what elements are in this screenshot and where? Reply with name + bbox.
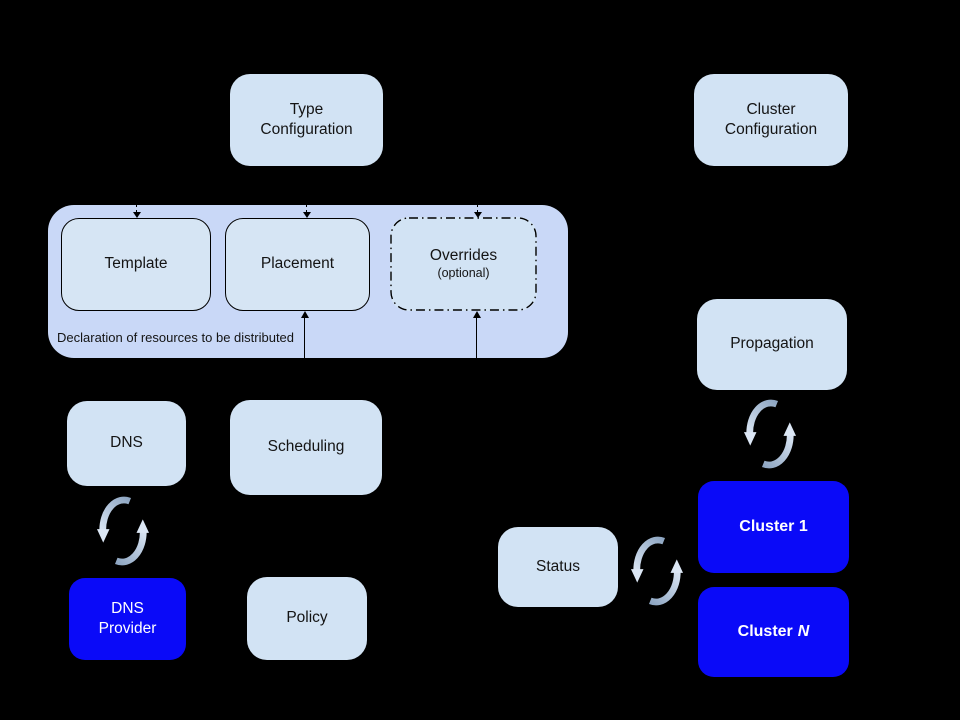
node-label: Status bbox=[536, 557, 580, 575]
dashed-connector bbox=[477, 204, 478, 213]
solid-connector bbox=[304, 317, 305, 358]
node-label: Placement bbox=[260, 255, 335, 273]
node-label: Cluster bbox=[746, 100, 796, 118]
node-label: Policy bbox=[286, 609, 328, 627]
node-label: Cluster bbox=[737, 623, 793, 641]
node-policy: Policy bbox=[247, 577, 367, 660]
node-dns-provider: DNS Provider bbox=[69, 578, 186, 660]
sync-icon bbox=[96, 494, 150, 568]
node-label: Configuration bbox=[724, 121, 818, 138]
arrowhead-down-icon bbox=[302, 212, 311, 218]
dashed-connector bbox=[136, 204, 137, 213]
node-label: Overrides bbox=[429, 246, 498, 264]
node-overrides: Overrides (optional) bbox=[390, 217, 537, 311]
node-label: DNS bbox=[111, 599, 144, 617]
node-label: Scheduling bbox=[267, 438, 345, 456]
sync-icon bbox=[743, 397, 797, 471]
arrowhead-up-icon bbox=[300, 311, 309, 318]
node-label: DNS bbox=[110, 434, 143, 452]
arrowhead-down-icon bbox=[473, 212, 482, 218]
node-label: Provider bbox=[98, 620, 157, 637]
node-scheduling: Scheduling bbox=[230, 400, 382, 495]
node-propagation: Propagation bbox=[697, 299, 847, 390]
node-label: Type bbox=[289, 100, 324, 118]
node-cluster-configuration: Cluster Configuration bbox=[694, 74, 848, 166]
node-template: Template bbox=[61, 218, 211, 311]
node-dns: DNS bbox=[67, 401, 186, 486]
node-label-italic-n: N bbox=[797, 623, 810, 641]
container-caption: Declaration of resources to be distribut… bbox=[57, 330, 295, 345]
sync-icon bbox=[630, 534, 684, 608]
node-status: Status bbox=[498, 527, 618, 607]
node-placement: Placement bbox=[225, 218, 370, 311]
node-type-configuration: Type Configuration bbox=[230, 74, 383, 166]
node-label: Configuration bbox=[260, 121, 353, 138]
dashed-connector bbox=[306, 204, 307, 213]
node-label: Cluster 1 bbox=[739, 518, 808, 536]
node-label: Template bbox=[104, 255, 168, 273]
node-label: Propagation bbox=[730, 335, 814, 353]
node-sublabel: (optional) bbox=[437, 266, 490, 281]
arrowhead-down-icon bbox=[132, 212, 141, 218]
node-cluster-n: Cluster N bbox=[698, 587, 849, 677]
arrowhead-up-icon bbox=[472, 311, 481, 318]
solid-connector bbox=[476, 317, 477, 358]
node-cluster-1: Cluster 1 bbox=[698, 481, 849, 573]
